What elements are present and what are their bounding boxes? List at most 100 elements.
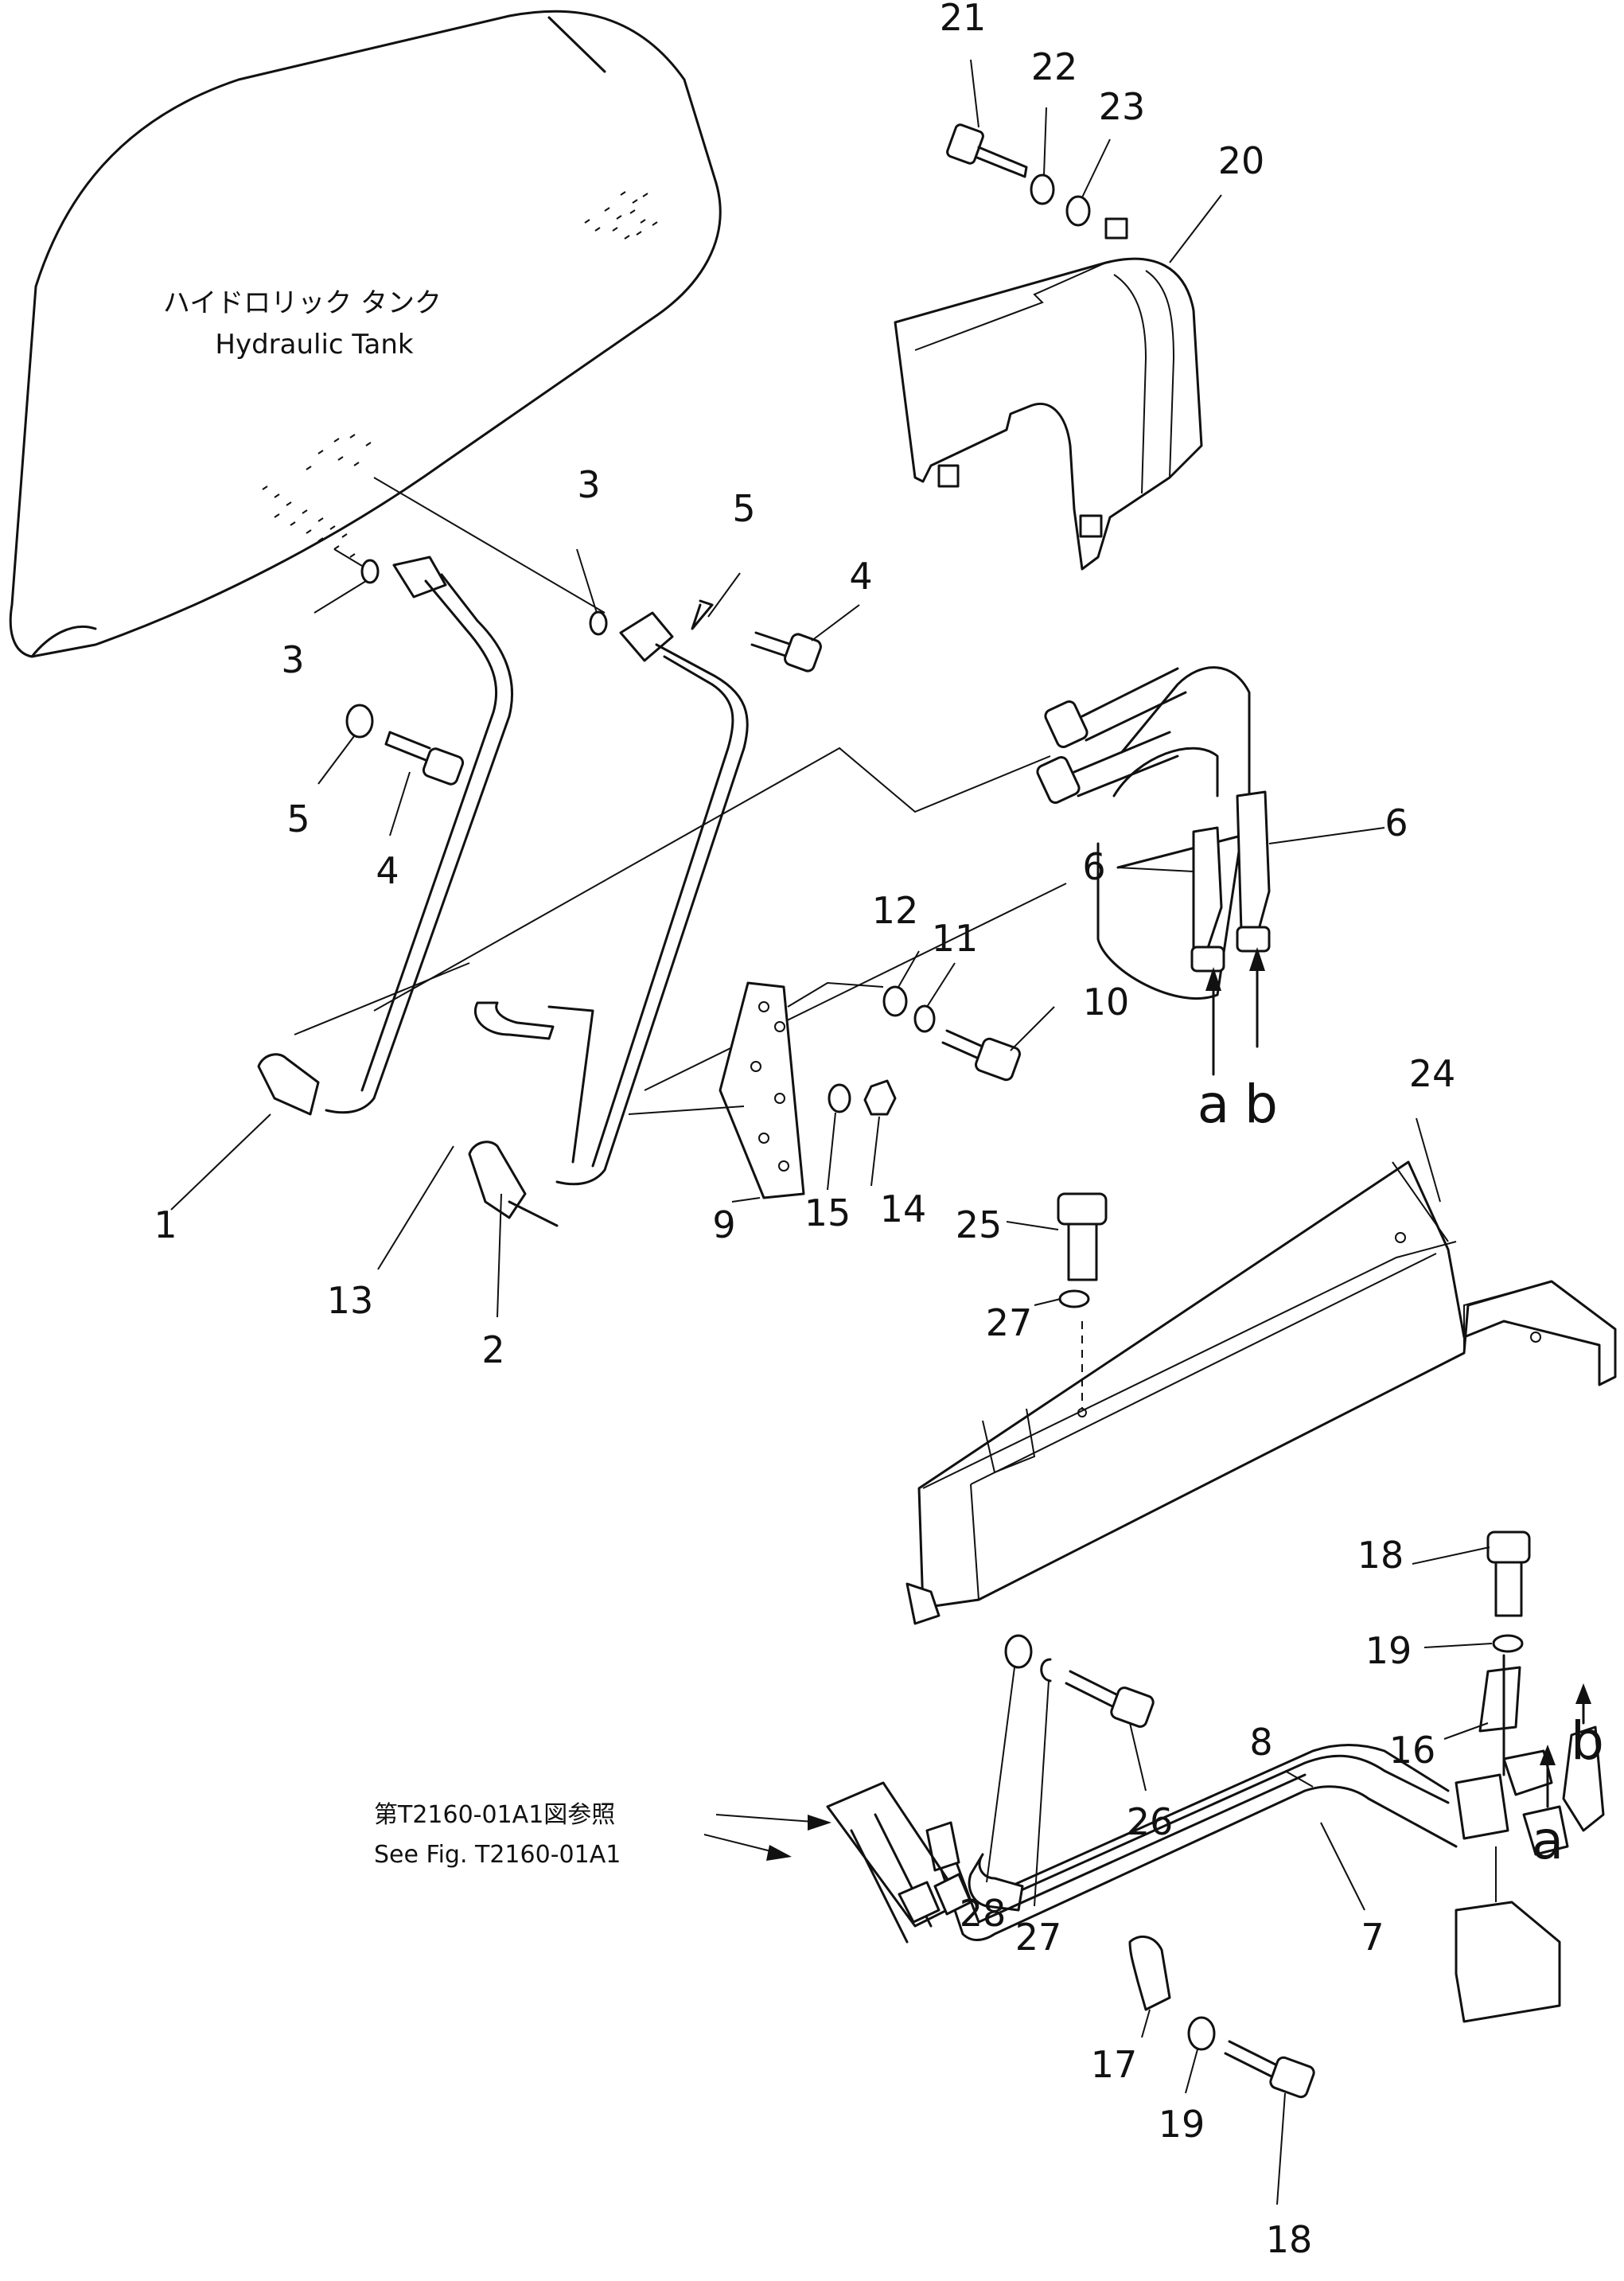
bolt-part-4 <box>384 731 465 786</box>
o-ring-part-3 <box>589 610 608 636</box>
callout-19: 19 <box>1159 2103 1205 2146</box>
bolt-part-18 <box>1486 1530 1531 1617</box>
leader-line <box>373 747 1051 1012</box>
port-label-b: b <box>1571 1710 1604 1772</box>
callout-6: 6 <box>1082 845 1105 888</box>
port-arrows-lower <box>1540 1683 1591 1808</box>
tank-bolt-pattern-top <box>584 191 658 240</box>
callout-21: 21 <box>940 0 987 39</box>
flange <box>619 611 674 662</box>
valve-body <box>1455 1901 1561 2023</box>
callout-4: 4 <box>376 849 399 892</box>
bolt-part-26 <box>1065 1670 1155 1728</box>
clamp-part-16 <box>1478 1666 1521 1733</box>
fitting-block <box>1455 1773 1509 1840</box>
leader-line <box>644 883 1067 1091</box>
callout-27: 27 <box>1015 1916 1062 1959</box>
callout-3: 3 <box>281 638 304 681</box>
callout-12: 12 <box>872 889 919 932</box>
callout-11: 11 <box>932 917 979 960</box>
bolt-part-4 <box>750 631 822 673</box>
callout-27: 27 <box>986 1301 1033 1344</box>
callout-25: 25 <box>956 1203 1003 1246</box>
port-arrows-upper <box>1205 947 1265 1076</box>
washer-part-15 <box>828 1083 851 1113</box>
washer-part-12 <box>882 985 908 1017</box>
callout-15: 15 <box>804 1191 851 1234</box>
lock-washer-part-11 <box>913 1004 936 1033</box>
tank-label-jp: ハイドロリック タンク <box>163 287 442 319</box>
frame-part-24 <box>905 1160 1617 1625</box>
hose-part-1 <box>257 556 514 1116</box>
callout-16: 16 <box>1389 1729 1436 1772</box>
cover-tab <box>1079 514 1103 538</box>
hose-part-6 <box>1036 666 1271 1000</box>
fitting-elbow <box>1562 1725 1605 1832</box>
callout-numbers: 21 22 23 20 3 5 4 3 5 4 6 6 12 11 10 1 1… <box>154 0 1455 2261</box>
reference-label-jp: 第T2160-01A1図参照 <box>374 1801 615 1829</box>
callout-10: 10 <box>1083 981 1130 1024</box>
fitting-nut <box>1502 1749 1553 1796</box>
bolt-part-25 <box>1057 1192 1108 1281</box>
port-label-a: a <box>1532 1810 1564 1871</box>
tank-bolt-pattern-bottom <box>262 434 372 558</box>
callout-19: 19 <box>1365 1629 1412 1672</box>
leader-line <box>373 477 606 614</box>
callout-28: 28 <box>960 1892 1007 1935</box>
callout-14: 14 <box>880 1187 927 1230</box>
leader-line <box>294 962 470 1035</box>
cover-tab <box>1104 217 1128 240</box>
port-label-a: a <box>1198 1074 1229 1135</box>
callout-17: 17 <box>1091 2043 1138 2086</box>
callout-7: 7 <box>1361 1916 1384 1959</box>
nut-part-14 <box>863 1079 897 1116</box>
tube-part-7 <box>968 1744 1450 1912</box>
callout-5: 5 <box>732 487 755 530</box>
callout-18: 18 <box>1266 2218 1313 2261</box>
reference-hoses <box>826 1781 972 1944</box>
washer-part-5 <box>345 704 374 739</box>
bracket-part-9 <box>628 981 884 1199</box>
callout-5: 5 <box>286 797 310 840</box>
o-ring-part-3 <box>360 559 380 584</box>
flange <box>392 556 447 599</box>
callout-8: 8 <box>1249 1721 1272 1764</box>
callout-18: 18 <box>1357 1534 1404 1577</box>
callout-6: 6 <box>1384 801 1408 844</box>
fitting-block <box>1522 1805 1569 1856</box>
lock-washer-part-27 <box>1040 1658 1052 1682</box>
callout-2: 2 <box>481 1328 504 1371</box>
tank-label-en: Hydraulic Tank <box>215 329 414 361</box>
callout-23: 23 <box>1099 85 1146 128</box>
cover-part-20 <box>894 217 1203 571</box>
reference-label-en: See Fig. T2160-01A1 <box>374 1841 621 1869</box>
washer-part-23 <box>1065 195 1091 227</box>
lock-washer-part-19 <box>1492 1634 1524 1653</box>
callout-4: 4 <box>849 555 872 598</box>
washer-part-28 <box>1004 1634 1033 1669</box>
bolt-part-21 <box>946 123 1028 178</box>
hose-part-2 <box>468 611 749 1227</box>
lock-washer-part-5 <box>691 599 714 630</box>
port-label-b: b <box>1244 1074 1278 1135</box>
lock-washer-part-27 <box>1058 1289 1090 1308</box>
callout-9: 9 <box>712 1203 735 1246</box>
callout-20: 20 <box>1218 139 1265 182</box>
callout-leaders <box>170 59 1493 2205</box>
bolt-part-10 <box>941 1029 1021 1082</box>
clamp-part-13 <box>474 1001 594 1164</box>
callout-3: 3 <box>577 463 600 506</box>
callout-13: 13 <box>327 1279 374 1322</box>
callout-24: 24 <box>1409 1052 1456 1095</box>
clamp-part-17 <box>1128 1935 1171 2011</box>
callout-26: 26 <box>1127 1800 1174 1843</box>
washer-part-19 <box>1187 2016 1216 2051</box>
reference-arrows <box>703 1814 831 1861</box>
lock-washer-part-22 <box>1030 174 1055 205</box>
hydraulic-tank: ハイドロリック タンク Hydraulic Tank <box>9 10 722 658</box>
callout-1: 1 <box>154 1203 177 1246</box>
cover-tab <box>937 464 960 488</box>
bolt-part-18 <box>1224 2040 1315 2099</box>
